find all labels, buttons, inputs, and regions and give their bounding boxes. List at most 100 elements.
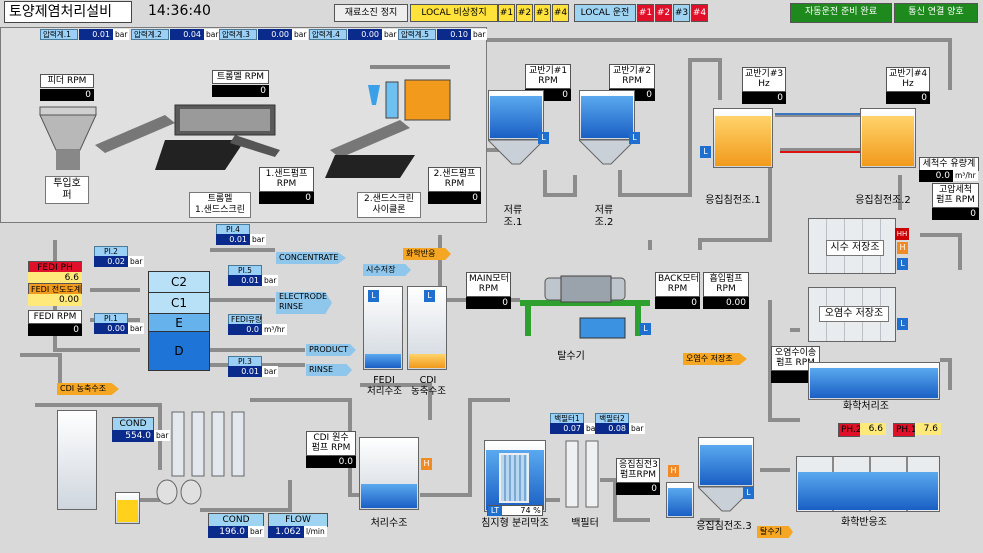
fedi-stack: C2 C1 E D xyxy=(148,271,210,371)
local-run-button[interactable]: LOCAL 운전 xyxy=(574,4,636,22)
feeder-rpm-value: 0 xyxy=(40,89,94,101)
main-motor-value: 0 xyxy=(466,297,511,309)
dewater-tag: 탈수기 xyxy=(757,526,793,538)
storage-tank-1-level-icon: L xyxy=(538,132,549,144)
run-4[interactable]: #4 xyxy=(691,4,708,22)
dirty-storage-tag: 오염수 저장조 xyxy=(683,353,747,365)
ph2-label: PH.2 xyxy=(838,423,862,438)
fedi-ph-value: 6.6 xyxy=(28,272,82,284)
ph1-label: PH.1 xyxy=(893,423,917,438)
agitator3-value: 0 xyxy=(742,92,786,104)
wash-flow-unit: m³/hr xyxy=(953,170,978,181)
pressure-2-value: 0.04 xyxy=(170,29,204,40)
dewater-machine-graphic xyxy=(520,275,650,339)
dewater-label: 탈수기 xyxy=(557,351,585,362)
pressure-3-value: 0.00 xyxy=(258,29,292,40)
cond-meter-value: 554.0 xyxy=(112,430,154,442)
coag-tank-1 xyxy=(713,108,773,168)
pressure-3-label: 압력계.3 xyxy=(219,29,257,40)
fedi-flow-value: 0.0 xyxy=(228,324,262,335)
ph1-value: 7.6 xyxy=(915,423,941,435)
coag3-pump-value: 0 xyxy=(616,483,660,495)
cdi-cond-tank xyxy=(57,410,97,510)
material-stop-button[interactable]: 재료소진 정지 xyxy=(334,4,408,22)
treated-water-tank xyxy=(359,437,419,510)
auto-ready-status: 자동운전 준비 완료 xyxy=(790,3,892,23)
pi4-unit: bar xyxy=(250,234,267,245)
coag-tank-3-label: 응집침전조.3 xyxy=(696,521,752,532)
storage-tank-2 xyxy=(579,90,635,140)
chem-treatment-tank-label: 화학처리조 xyxy=(843,401,889,412)
storage-tank-2-label: 저류조.2 xyxy=(594,205,614,228)
pi1-value: 0.00 xyxy=(94,323,128,334)
sandpump1-value: 0 xyxy=(259,192,314,204)
pressure-5-unit: bar xyxy=(471,29,488,40)
emergency-3[interactable]: #3 xyxy=(534,4,551,22)
pi3-value: 0.01 xyxy=(228,366,262,377)
dewater-level-icon: L xyxy=(640,323,651,335)
coag-tank-2-label: 응집침전조.2 xyxy=(855,195,911,206)
back-motor-value: 0 xyxy=(655,297,700,309)
concentrate-outlet: CONCENTRATE xyxy=(276,252,346,264)
cond-meter-unit: bar xyxy=(154,430,171,441)
clean-storage-h-alarm: H xyxy=(897,242,908,254)
pressure-3-unit: bar xyxy=(292,29,309,40)
agitator4-value: 0 xyxy=(886,92,930,104)
clean-storage-hh-alarm: HH xyxy=(895,228,909,240)
page-title: 토양제염처리설비 xyxy=(4,1,132,23)
coag3-h-alarm: H xyxy=(668,465,679,477)
pressure-1-label: 압력계.1 xyxy=(40,29,78,40)
chem-reactor-tag: 화학반응조 xyxy=(403,248,451,260)
lt-unit: % xyxy=(533,506,541,515)
hp-pump-label: 고압세척 펌프 RPM xyxy=(932,183,979,208)
fedi-flow-unit: m³/hr xyxy=(262,324,287,335)
trommel-rpm-label: 트롬멜 RPM xyxy=(212,70,269,85)
pi3-unit: bar xyxy=(262,366,279,377)
back-motor-label: BACK모터 RPM xyxy=(655,272,700,297)
cdi-small-tank xyxy=(115,492,140,524)
pressure-5-label: 압력계.5 xyxy=(398,29,436,40)
clean-water-storage-label: 시수 저장조 xyxy=(826,240,884,256)
fedi-treated-tank xyxy=(363,286,403,370)
sandpump2-label: 2.샌드펌프 RPM xyxy=(428,167,481,192)
bag-filter-label: 백필터 xyxy=(571,518,599,529)
emergency-4[interactable]: #4 xyxy=(552,4,569,22)
run-2[interactable]: #2 xyxy=(655,4,672,22)
pressure-2-label: 압력계.2 xyxy=(131,29,169,40)
comm-status: 통신 연결 양호 xyxy=(894,3,978,23)
storage-tank-1 xyxy=(488,90,544,140)
storage-tank-1-cone xyxy=(488,140,544,165)
trommel-screen-label: 트롬멜 1.샌드스크린 xyxy=(189,192,251,218)
pressure-4-label: 압력계.4 xyxy=(309,29,347,40)
clean-storage-level-icon: L xyxy=(897,258,908,270)
cond2-unit: bar xyxy=(248,526,265,537)
pressure-1-value: 0.01 xyxy=(79,29,113,40)
run-1[interactable]: #1 xyxy=(637,4,654,22)
pi5-value: 0.01 xyxy=(228,275,262,286)
level-transmitter: LT 74 % xyxy=(487,505,543,516)
storage-tank-2-cone xyxy=(579,140,635,165)
coag-tank-3-cone xyxy=(698,487,754,512)
rinse-outlet: RINSE xyxy=(306,364,352,376)
hopper-label: 투입호퍼 xyxy=(45,176,89,204)
emergency-2[interactable]: #2 xyxy=(516,4,533,22)
treated-tank-label: 처리수조 xyxy=(370,518,408,529)
run-3[interactable]: #3 xyxy=(673,4,690,22)
fedi-treated-label: FEDI 처리수조 xyxy=(367,375,402,398)
suction-pump-value: 0.00 xyxy=(703,297,749,309)
trommel-screen-graphic xyxy=(95,104,280,170)
cdi-conc-tank-tag: CDI 농축수조 xyxy=(57,383,119,395)
stack-c2: C2 xyxy=(149,272,209,293)
main-motor-label: MAIN모터 RPM xyxy=(466,272,511,297)
dirty-water-storage-label: 오염수 저장조 xyxy=(819,306,889,322)
cyclone-label: 2.샌드스크린 사이클론 xyxy=(357,192,421,218)
cdi-modules-graphic xyxy=(156,479,202,505)
coag3-level-icon: L xyxy=(743,487,754,499)
membrane-module xyxy=(499,453,529,503)
stack-e: E xyxy=(149,314,209,332)
coag-tank-3 xyxy=(698,437,754,487)
emergency-1[interactable]: #1 xyxy=(498,4,515,22)
cond2-value: 196.0 xyxy=(208,526,248,538)
local-emergency-button[interactable]: LOCAL 비상정지 xyxy=(410,4,498,22)
coag3-pump-label: 응집침전3 펌프RPM xyxy=(616,458,660,483)
